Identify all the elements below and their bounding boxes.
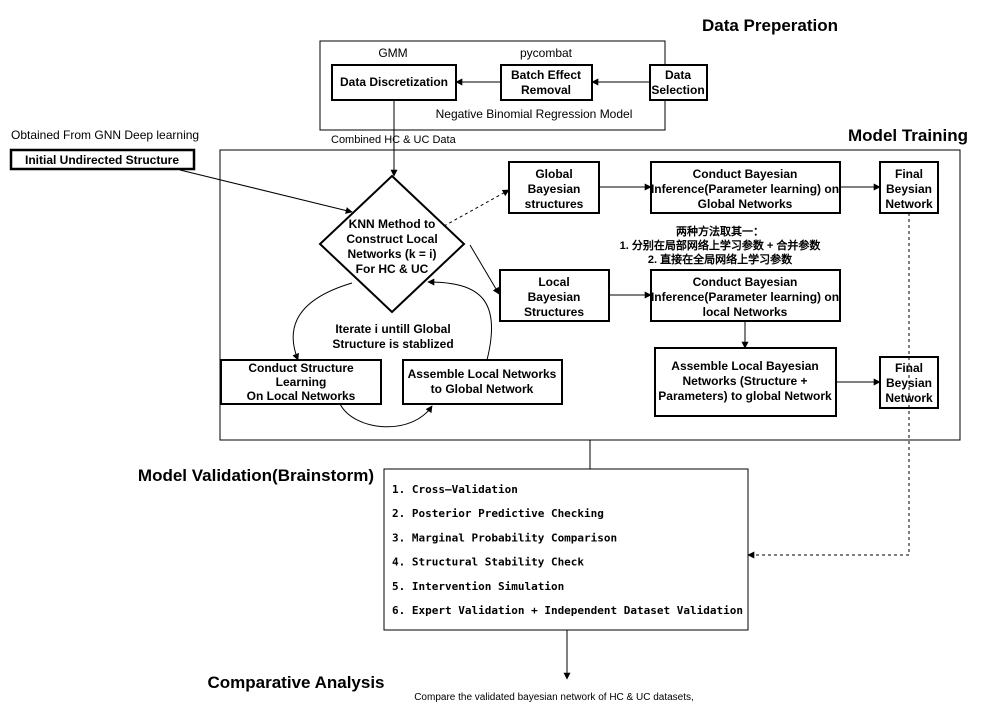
inference-local-line2: Inference(Parameter learning) on	[651, 290, 839, 304]
knn-label-line1: KNN Method to	[349, 217, 436, 231]
batch-effect-removal-box	[500, 64, 593, 101]
final-network-2-line1: Final	[895, 361, 923, 375]
arrow-initial-to-knn	[179, 169, 353, 214]
local-structures-line3: Structures	[524, 305, 584, 319]
validation-item: 1. Cross–Validation	[392, 483, 518, 496]
batch-effect-label-line2: Removal	[521, 83, 571, 97]
arrow-knn-to-structure-learning	[292, 282, 353, 361]
iterate-note-line2: Structure is stablized	[332, 337, 453, 351]
data-discretization-label: Data Discretization	[340, 75, 448, 89]
section-title-data-preparation: Data Preperation	[702, 16, 838, 35]
knn-label-line4: For HC & UC	[356, 262, 429, 276]
final-network-2-line3: Network	[885, 391, 933, 405]
validation-box	[383, 468, 749, 631]
knn-diamond	[318, 174, 466, 314]
global-structures-box	[508, 161, 600, 214]
structure-learning-line2: Learning	[276, 375, 327, 389]
inference-global-line3: Global Networks	[698, 197, 793, 211]
options-note-line3: 2. 直接在全局网络上学习参数	[648, 252, 793, 266]
arrow-structure-learning-to-assemble	[339, 403, 433, 428]
validation-item: 3. Marginal Probability Comparison	[392, 531, 617, 544]
section-title-model-validation: Model Validation(Brainstorm)	[138, 466, 374, 485]
structure-learning-box	[220, 359, 382, 405]
local-structures-line2: Bayesian	[528, 290, 581, 304]
assemble-local-line2: to Global Network	[431, 382, 534, 396]
iterate-note-line1: Iterate i untill Global	[335, 322, 450, 336]
knn-label-line2: Construct Local	[346, 232, 437, 246]
negative-binomial-label: Negative Binomial Regression Model	[436, 107, 633, 121]
validation-item: 6. Expert Validation + Independent Datas…	[392, 604, 743, 617]
options-note-line2: 1. 分别在局部网络上学习参数 + 合并参数	[620, 238, 822, 252]
global-structures-line3: structures	[525, 197, 584, 211]
assemble-local-line1: Assemble Local Networks	[408, 367, 557, 381]
validation-item: 4. Structural Stability Check	[392, 556, 584, 569]
data-selection-label-line2: Selection	[651, 83, 704, 97]
final-network-1-line3: Network	[885, 197, 933, 211]
structure-learning-line3: On Local Networks	[247, 389, 356, 403]
section-title-model-training: Model Training	[848, 126, 968, 145]
section-title-comparative-analysis: Comparative Analysis	[208, 673, 385, 692]
assemble-params-box	[654, 347, 837, 417]
knn-label-line3: Networks (k = i)	[347, 247, 436, 261]
assemble-params-line2: Networks (Structure +	[682, 374, 807, 388]
inference-local-line3: local Networks	[703, 305, 788, 319]
arrow-knn-to-local-structures	[469, 244, 500, 295]
gmm-label: GMM	[378, 46, 407, 60]
local-structures-line1: Local	[538, 275, 569, 289]
data-selection-box	[649, 64, 708, 101]
validation-item: 5. Intervention Simulation	[392, 580, 564, 593]
final-network-1-line2: Beysian	[886, 182, 932, 196]
pycombat-label: pycombat	[520, 46, 573, 60]
data-selection-label-line1: Data	[665, 68, 691, 82]
batch-effect-label-line1: Batch Effect	[511, 68, 581, 82]
inference-local-line1: Conduct Bayesian	[693, 275, 798, 289]
local-structures-box	[499, 269, 610, 322]
arrow-assemble-back-to-knn	[427, 278, 492, 361]
inference-global-line2: Inference(Parameter learning) on	[651, 182, 839, 196]
inference-global-line1: Conduct Bayesian	[693, 167, 798, 181]
global-structures-line2: Bayesian	[528, 182, 581, 196]
gnn-note: Obtained From GNN Deep learning	[11, 128, 199, 142]
comparative-note: Compare the validated bayesian network o…	[414, 692, 694, 703]
assemble-params-line3: Parameters) to global Network	[658, 389, 832, 403]
structure-learning-line1: Conduct Structure	[248, 361, 354, 375]
initial-structure-label: Initial Undirected Structure	[25, 153, 179, 167]
assemble-local-box	[402, 359, 563, 405]
initial-structure-box	[9, 148, 196, 171]
final-network-1-line1: Final	[895, 167, 923, 181]
validation-item: 2. Posterior Predictive Checking	[392, 507, 604, 520]
assemble-params-line1: Assemble Local Bayesian	[671, 359, 818, 373]
options-note-line1: 两种方法取其一：	[676, 224, 764, 238]
arrow-knn-to-global-structures	[443, 189, 510, 227]
global-structures-line1: Global	[535, 167, 572, 181]
inference-local-box	[650, 269, 841, 322]
arrow-final-to-validation	[747, 213, 910, 559]
